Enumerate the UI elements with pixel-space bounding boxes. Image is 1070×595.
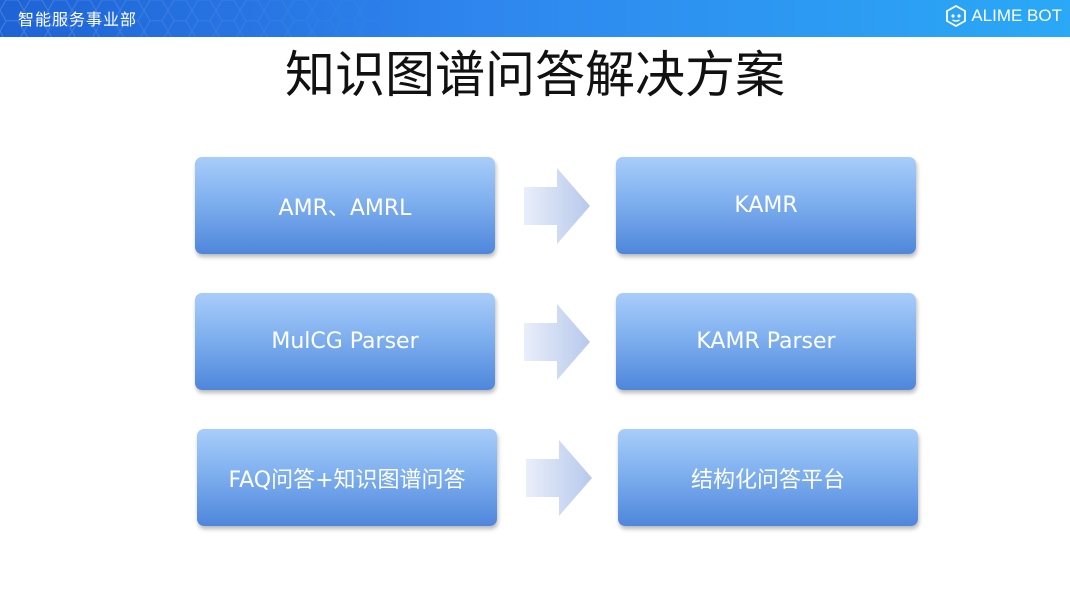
target-box-3: 结构化问答平台	[618, 429, 918, 526]
page-title: 知识图谱问答解决方案	[285, 46, 785, 104]
brand-logo: ALIME BOT	[945, 5, 1062, 27]
robot-head-icon	[945, 5, 967, 27]
right-arrow-icon	[524, 304, 590, 380]
source-box-2: MulCG Parser	[195, 293, 495, 390]
department-label: 智能服务事业部	[18, 10, 138, 29]
hexagon-pattern	[0, 0, 420, 37]
brand-text: ALIME BOT	[971, 6, 1062, 25]
right-arrow-icon	[524, 168, 590, 244]
source-box-1: AMR、AMRL	[195, 157, 495, 254]
target-box-2: KAMR Parser	[616, 293, 916, 390]
source-box-3: FAQ问答+知识图谱问答	[197, 429, 497, 526]
target-box-1: KAMR	[616, 157, 916, 254]
right-arrow-icon	[526, 440, 592, 516]
header-bar: 智能服务事业部 ALIME BOT	[0, 0, 1070, 37]
